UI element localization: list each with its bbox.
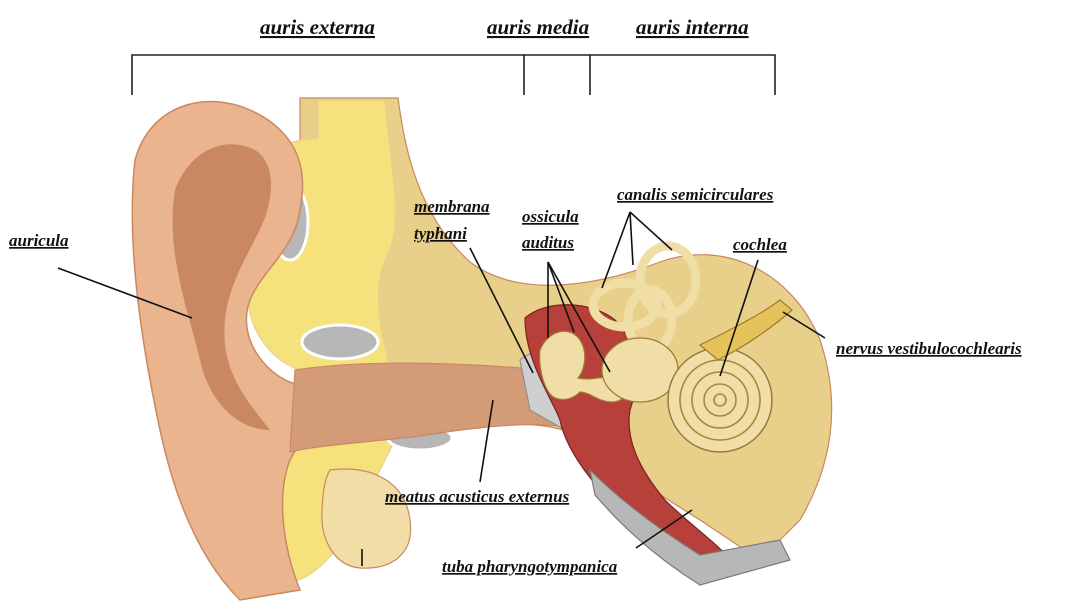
label-nervus-vestibulocochlearis: nervus vestibulocochlearis [836, 339, 1022, 358]
ear-illustration [132, 98, 831, 600]
label-membrana-line2: typhani [414, 224, 467, 243]
label-auris-interna: auris interna [636, 15, 749, 39]
bracket-outer-ear [132, 55, 524, 95]
label-meatus-acusticus-externus: meatus acusticus externus [385, 487, 570, 506]
label-auris-externa: auris externa [260, 15, 375, 39]
leader-canalis-2 [630, 212, 633, 265]
label-tuba-pharyngotympanica: tuba pharyngotympanica [442, 557, 618, 576]
bracket-inner-ear [590, 55, 775, 95]
label-cochlea: cochlea [733, 235, 787, 254]
label-auricula: auricula [9, 231, 69, 250]
label-ossicula-line1: ossicula [522, 207, 579, 226]
label-canalis-semicirculares: canalis semicirculares [617, 185, 774, 204]
cochlea-shape [668, 348, 772, 452]
cartilage-middle [302, 325, 378, 359]
leader-canalis-3 [630, 212, 672, 250]
label-membrana-line1: membrana [414, 197, 490, 216]
label-auris-media: auris media [487, 15, 589, 39]
earlobe [322, 469, 411, 568]
section-brackets [132, 55, 775, 95]
label-ossicula-line2: auditus [522, 233, 574, 252]
bracket-middle-ear [524, 55, 590, 95]
vestibule [602, 338, 678, 402]
